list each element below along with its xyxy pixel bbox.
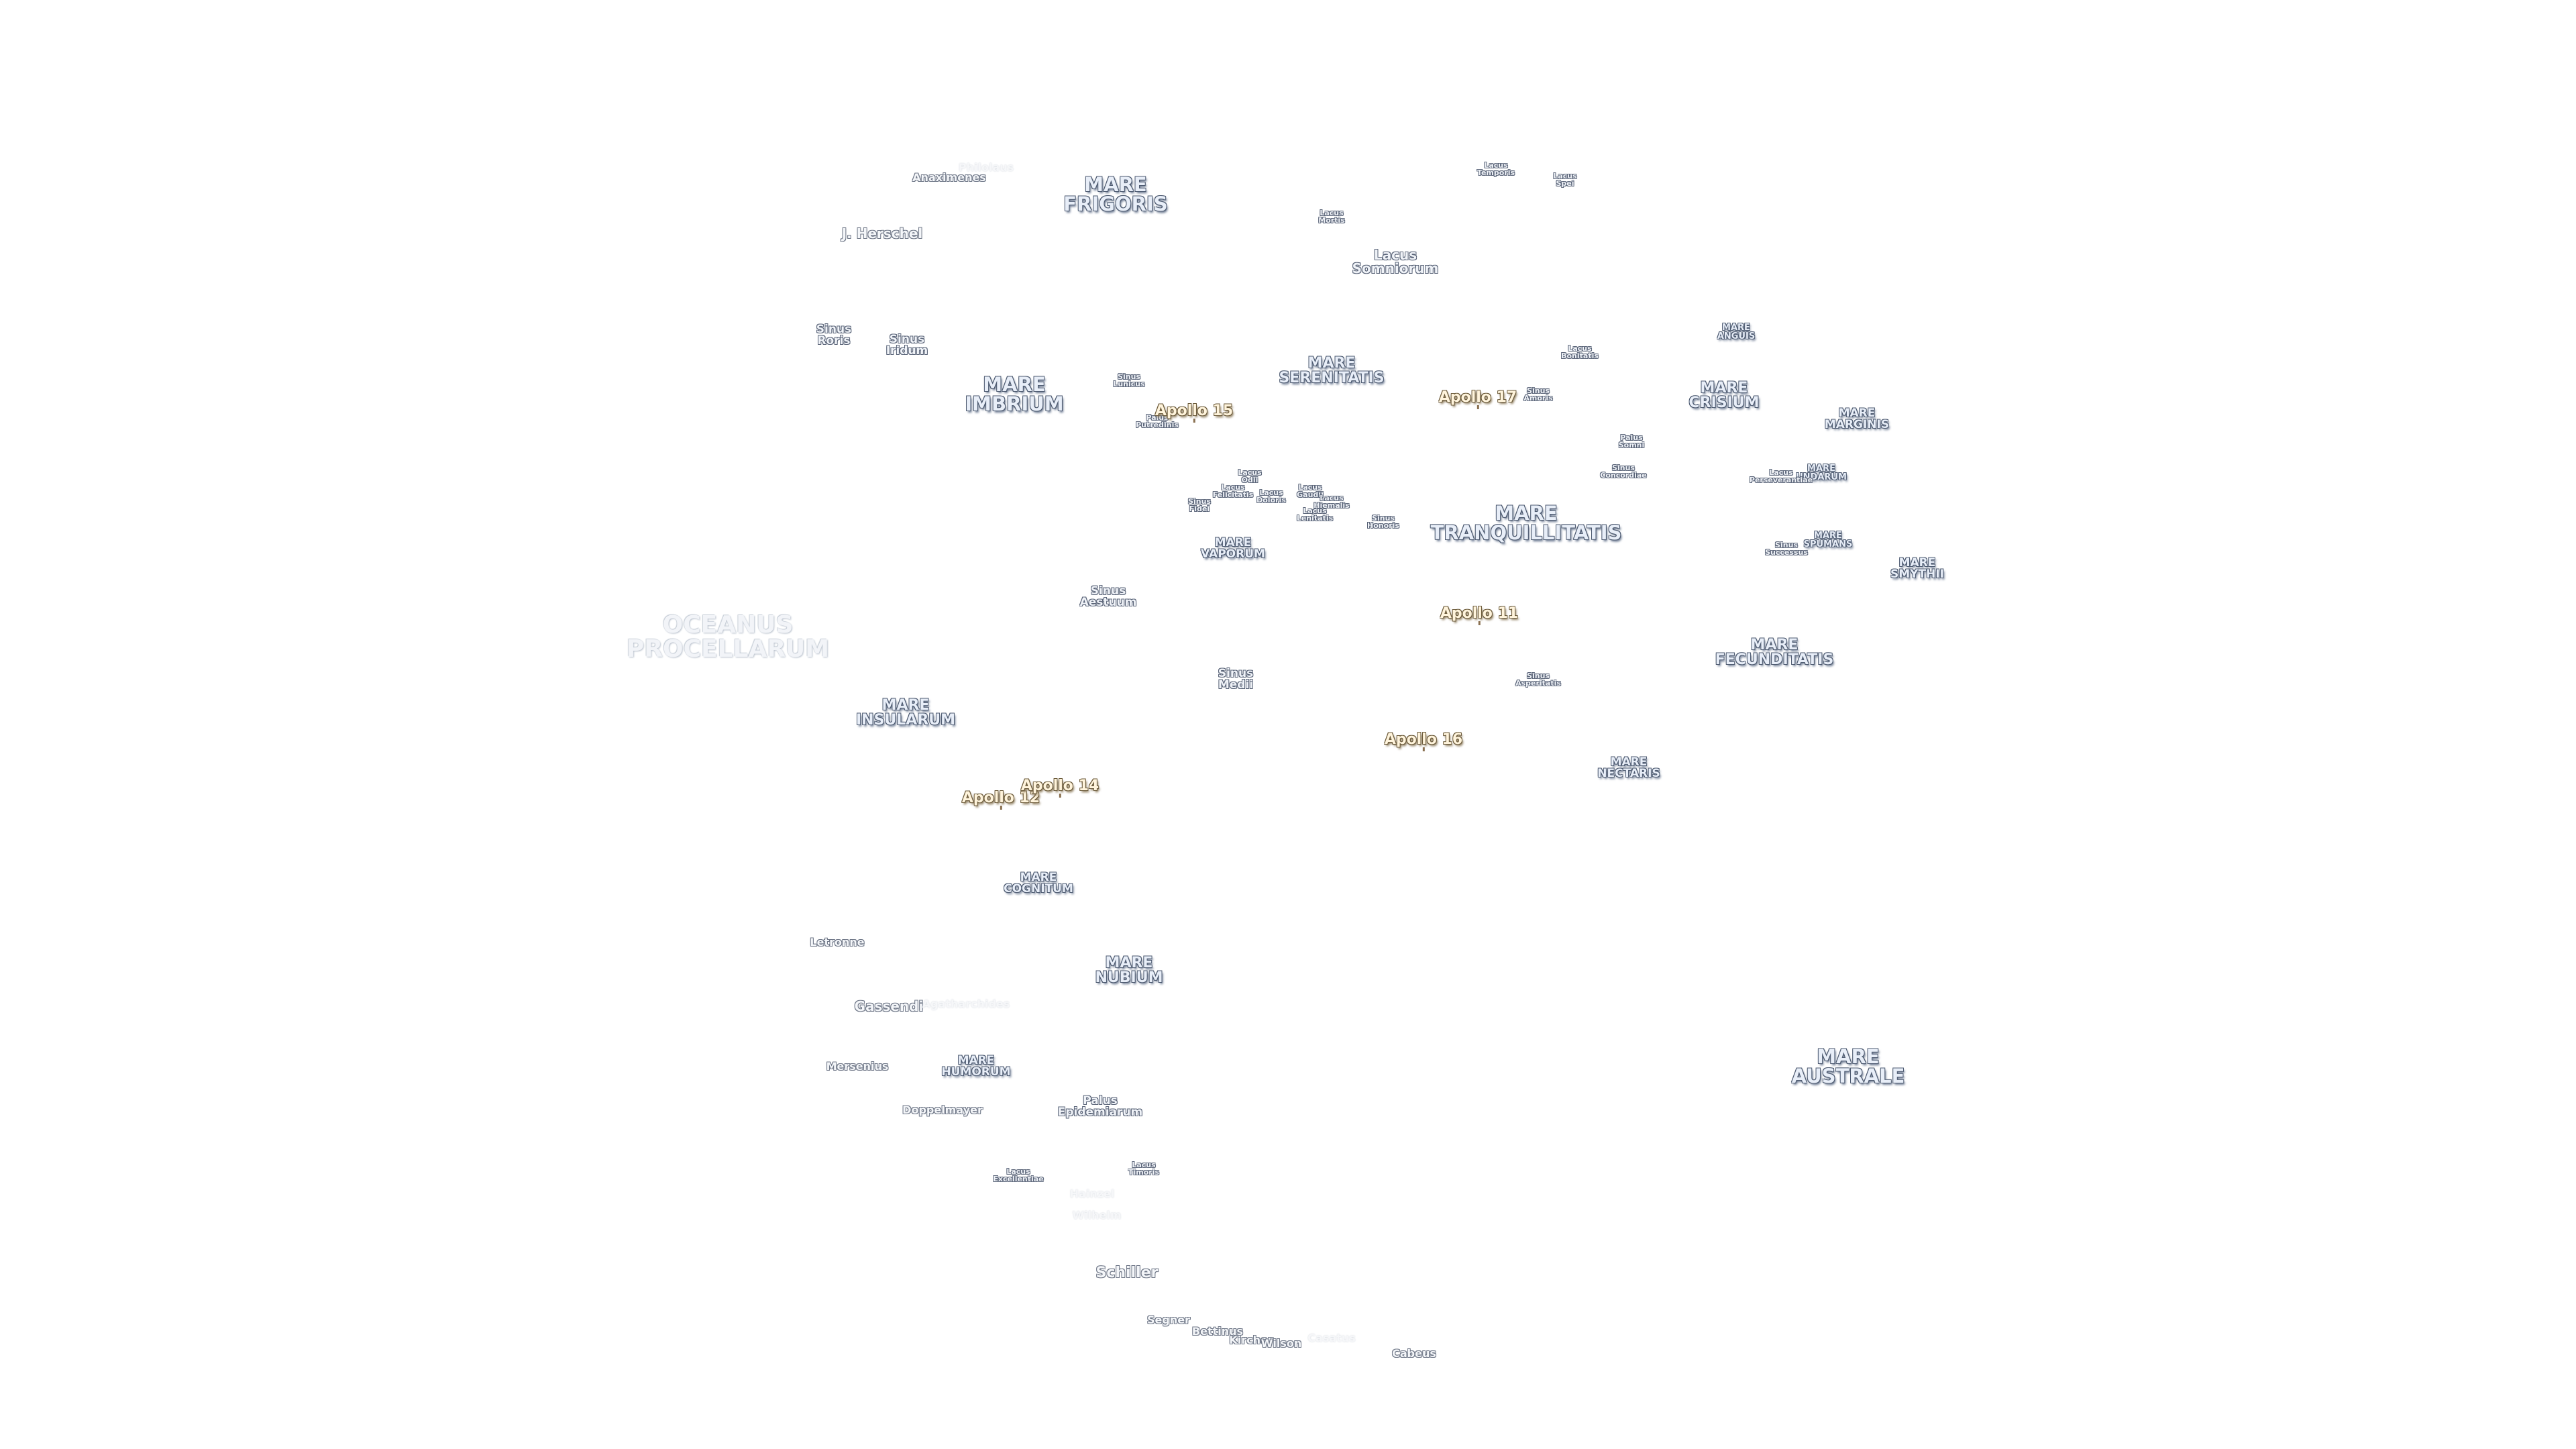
- map-label-mare-marginis: MARE MARGINIS: [1824, 407, 1890, 431]
- map-label-sinus-concordiae: Sinus Concordiae: [1600, 464, 1647, 480]
- map-label-agatharchides: Agatharchides: [922, 998, 1010, 1010]
- map-label-lacus-doloris: Lacus Doloris: [1256, 488, 1286, 504]
- map-label-lacus-spei: Lacus Spei: [1553, 172, 1577, 188]
- map-label-apollo-12[interactable]: Apollo 12: [961, 790, 1040, 810]
- map-label-kircher: Kircher: [1229, 1334, 1273, 1346]
- map-label-mersenius: Mersenius: [826, 1060, 889, 1073]
- map-label-sinus-fidei: Sinus Fidei: [1188, 497, 1211, 513]
- map-label-segner: Segner: [1147, 1313, 1190, 1326]
- map-label-sinus-lunicus: Sinus Lunicus: [1113, 372, 1145, 388]
- map-label-sinus-successus: Sinus Successus: [1765, 541, 1808, 557]
- map-label-lacus-somniorum: Lacus Somniorum: [1352, 247, 1439, 276]
- map-label-lacus-gaudii: Lacus Gaudii: [1297, 483, 1324, 499]
- map-label-schiller: Schiller: [1095, 1265, 1159, 1281]
- map-label-letronne: Letronne: [810, 936, 865, 949]
- map-label-sinus-honoris: Sinus Honoris: [1367, 514, 1399, 530]
- map-label-mare-nectaris: MARE NECTARIS: [1597, 755, 1660, 780]
- map-label-mare-imbrium: MARE IMBRIUM: [965, 373, 1064, 415]
- map-label-wilson: Wilson: [1260, 1337, 1302, 1350]
- map-label-lacus-timoris: Lacus Timoris: [1128, 1161, 1160, 1177]
- map-label-mare-spumans: MARE SPUMANS: [1803, 531, 1853, 549]
- map-label-apollo-14[interactable]: Apollo 14: [1020, 777, 1099, 798]
- map-label-sinus-amoris: Sinus Amoris: [1523, 386, 1553, 402]
- map-label-lacus-mortis: Lacus Mortis: [1318, 209, 1345, 225]
- map-label-apollo-16[interactable]: Apollo 16: [1384, 731, 1463, 751]
- map-label-gassendi: Gassendi: [854, 998, 924, 1014]
- map-label-wilhelm: Wilhelm: [1072, 1209, 1122, 1222]
- map-label-lacus-odii: Lacus Odii: [1238, 468, 1262, 484]
- map-label-mare-crisium: MARE CRISIUM: [1688, 380, 1760, 411]
- map-label-palus-putredinis: Palus Putredinis: [1136, 413, 1179, 429]
- map-label-lacus-hiemalis: Lacus Hiemalis: [1313, 494, 1350, 510]
- map-label-philolaus: Philolaus: [958, 161, 1014, 174]
- map-label-mare-undarum: MARE UNDARUM: [1796, 464, 1847, 482]
- map-label-palus-somni: Palus Somni: [1618, 433, 1645, 449]
- map-label-j-herschel: J. Herschel: [841, 225, 923, 241]
- map-label-apollo-15[interactable]: Apollo 15: [1155, 402, 1234, 423]
- map-label-casatus: Casatus: [1307, 1332, 1356, 1344]
- map-label-mare-smythii: MARE SMYTHII: [1890, 556, 1944, 581]
- map-label-mare-australe: MARE AUSTRALE: [1791, 1045, 1905, 1087]
- map-label-lacus-felicitatis: Lacus Felicitatis: [1212, 483, 1254, 499]
- map-label-lacus-bonitatis: Lacus Bonitatis: [1561, 344, 1599, 360]
- map-label-doppelmayer: Doppelmayer: [902, 1104, 983, 1116]
- map-label-oceanus-procellarum: OCEANUS PROCELLARUM: [626, 611, 830, 663]
- map-label-mare-anguis: MARE ANGUIS: [1717, 323, 1756, 341]
- map-label-mare-nubium: MARE NUBIUM: [1095, 955, 1163, 986]
- map-label-mare-tranquillitatis: MARE TRANQUILLITATIS: [1430, 502, 1622, 544]
- map-label-sinus-iridum: Sinus Iridum: [885, 333, 928, 358]
- map-label-mare-fecunditatis: MARE FECUNDITATIS: [1715, 637, 1834, 668]
- map-label-mare-cognitum: MARE COGNITUM: [1004, 871, 1073, 896]
- map-label-sinus-asperitatis: Sinus Asperitatis: [1515, 672, 1561, 688]
- map-label-mare-vaporum: MARE VAPORUM: [1201, 536, 1265, 561]
- map-label-sinus-roris: Sinus Roris: [816, 323, 852, 347]
- map-label-lacus-excellentiae: Lacus Excellentiae: [993, 1167, 1044, 1183]
- map-label-mare-frigoris: MARE FRIGORIS: [1063, 173, 1168, 215]
- map-label-mare-insularum: MARE INSULARUM: [855, 697, 956, 729]
- map-label-lacus-perseverantiae: Lacus Perseverantiae: [1749, 468, 1813, 484]
- map-label-sinus-medii: Sinus Medii: [1218, 667, 1254, 692]
- map-label-mare-humorum: MARE HUMORUM: [941, 1054, 1011, 1079]
- map-label-palus-epidemiarum: Palus Epidemiarum: [1057, 1094, 1143, 1119]
- map-label-apollo-11[interactable]: Apollo 11: [1440, 605, 1519, 625]
- map-label-anaximenes: Anaximenes: [912, 171, 986, 184]
- map-label-lacus-lenitatis: Lacus Lenitatis: [1296, 506, 1334, 523]
- map-label-cabeus: Cabeus: [1392, 1347, 1436, 1360]
- map-label-sinus-aestuum: Sinus Aestuum: [1079, 584, 1137, 609]
- map-label-mare-serenitatis: MARE SERENITATIS: [1279, 355, 1385, 386]
- map-label-hainzel: Hainzel: [1069, 1187, 1115, 1200]
- map-label-lacus-temporis: Lacus Temporis: [1477, 161, 1515, 177]
- map-label-apollo-17[interactable]: Apollo 17: [1438, 389, 1517, 409]
- map-label-bettinus: Bettinus: [1191, 1325, 1244, 1338]
